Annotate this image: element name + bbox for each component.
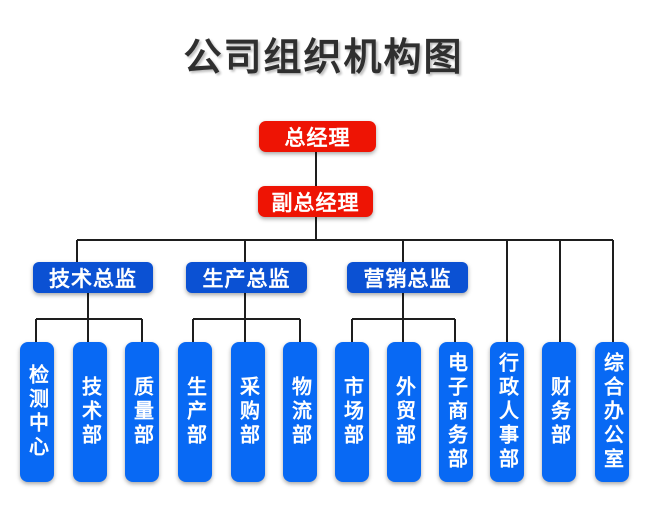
node-dept-general-office: 综合办公室 bbox=[595, 342, 629, 482]
node-deputy-general-manager: 副总经理 bbox=[258, 186, 373, 217]
node-dept-production: 生产部 bbox=[178, 342, 212, 482]
node-director-production: 生产总监 bbox=[186, 262, 307, 293]
node-dept-testing-center: 检测中心 bbox=[20, 342, 54, 482]
node-dept-market: 市场部 bbox=[335, 342, 369, 482]
node-dept-foreign-trade: 外贸部 bbox=[387, 342, 421, 482]
node-director-technology: 技术总监 bbox=[33, 262, 153, 293]
node-dept-logistics: 物流部 bbox=[283, 342, 317, 482]
node-dept-admin-hr: 行政人事部 bbox=[490, 342, 524, 482]
page-title: 公司组织机构图 bbox=[183, 37, 464, 79]
node-dept-quality: 质量部 bbox=[125, 342, 159, 482]
connector-path bbox=[35, 152, 614, 342]
node-director-marketing: 营销总监 bbox=[347, 262, 468, 293]
node-dept-ecommerce: 电子商务部 bbox=[439, 342, 473, 482]
node-dept-technology: 技术部 bbox=[73, 342, 107, 482]
node-general-manager: 总经理 bbox=[259, 121, 376, 152]
node-dept-purchasing: 采购部 bbox=[231, 342, 265, 482]
node-dept-finance: 财务部 bbox=[542, 342, 576, 482]
